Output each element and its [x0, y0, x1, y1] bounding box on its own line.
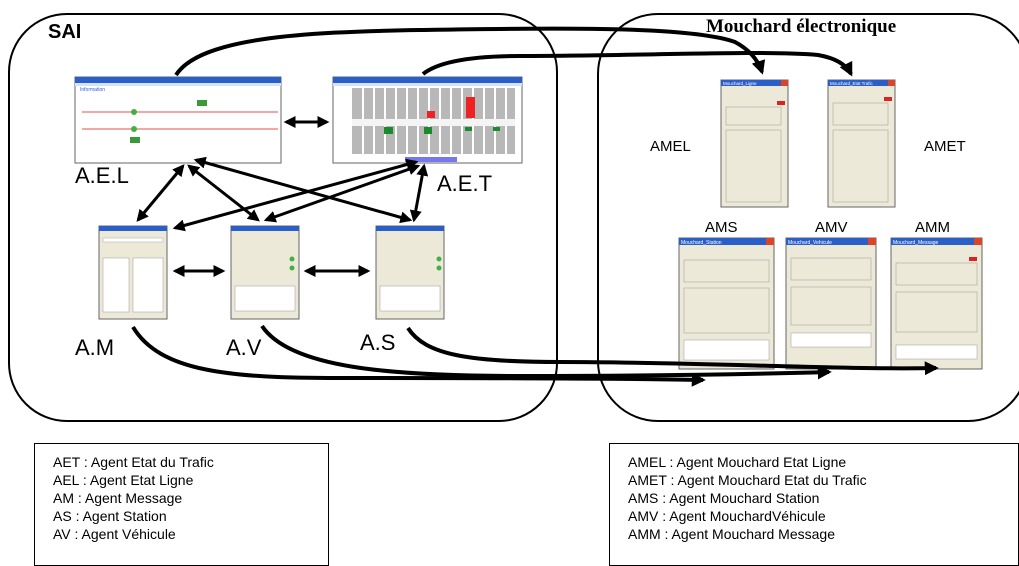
arrow-am-to-ams — [131, 325, 706, 387]
legend-item: AMM : Agent Mouchard Message — [628, 526, 835, 542]
av-window — [230, 225, 300, 320]
legend-item: AS : Agent Station — [53, 508, 167, 524]
arrow-as-to-amm — [406, 326, 939, 376]
mouchard-title: Mouchard électronique — [706, 16, 897, 37]
agent-label-amet: AMET — [924, 138, 966, 155]
arrow-aet-av — [263, 163, 421, 223]
agent-label-am: A.M — [75, 335, 115, 360]
arrow-aet-as — [409, 163, 429, 223]
amet-window: Mouchard_Etat Trafic — [827, 79, 896, 208]
amv-window-title: Mouchard_Vehicule — [788, 240, 832, 246]
mouchard-container — [597, 13, 1019, 422]
aet-window — [332, 76, 523, 164]
arrow-aet-am — [172, 158, 419, 232]
legend-item: AEL : Agent Etat Ligne — [53, 472, 194, 488]
legend-item: AMV : Agent MouchardVéhicule — [628, 508, 826, 524]
log-arrows — [131, 26, 939, 387]
amet-window-title: Mouchard_Etat Trafic — [830, 81, 874, 86]
amv-window: Mouchard_Vehicule — [785, 237, 877, 370]
agent-label-aet: A.E.T — [437, 171, 493, 196]
agent-label-ams: AMS — [705, 219, 738, 236]
ael-window-title: Information — [80, 87, 105, 93]
amel-window-title: Mouchard_Ligne — [723, 81, 757, 86]
arrow-aet-to-amet — [421, 51, 853, 77]
ael-window: Information — [74, 76, 282, 164]
legend-item: AMS : Agent Mouchard Station — [628, 490, 820, 506]
legend-item: AMET : Agent Mouchard Etat du Trafic — [628, 472, 867, 488]
arrow-av-to-amv — [260, 324, 832, 380]
ams-window: Mouchard_Station — [678, 237, 775, 370]
legend-left: AET : Agent Etat du Trafic AEL : Agent E… — [34, 443, 329, 566]
legend-item: AM : Agent Message — [53, 490, 183, 506]
legend-item: AMEL : Agent Mouchard Etat Ligne — [628, 454, 847, 470]
sai-container — [8, 13, 558, 422]
amel-window: Mouchard_Ligne — [720, 79, 789, 208]
legend-item: AET : Agent Etat du Trafic — [53, 454, 214, 470]
am-window — [98, 225, 168, 320]
agent-label-av: A.V — [226, 335, 262, 360]
agent-label-ael: A.E.L — [75, 163, 129, 188]
arrow-ael-am — [136, 164, 185, 222]
agent-label-amv: AMV — [815, 219, 848, 236]
agent-label-as: A.S — [360, 330, 396, 355]
as-window — [375, 225, 445, 320]
legend-item: AV : Agent Véhicule — [53, 526, 176, 542]
legend-right: AMEL : Agent Mouchard Etat Ligne AMET : … — [609, 443, 1019, 566]
sai-title: SAI — [48, 21, 82, 43]
arrow-ael-as — [193, 156, 413, 224]
arrow-ael-to-amel — [174, 26, 766, 77]
ams-window-title: Mouchard_Station — [681, 240, 722, 246]
interaction-arrows — [136, 116, 429, 277]
amm-window-title: Mouchard_Message — [893, 240, 939, 246]
agent-label-amel: AMEL — [650, 138, 691, 155]
amm-window: Mouchard_Message — [890, 237, 983, 370]
agent-label-amm: AMM — [915, 219, 950, 236]
